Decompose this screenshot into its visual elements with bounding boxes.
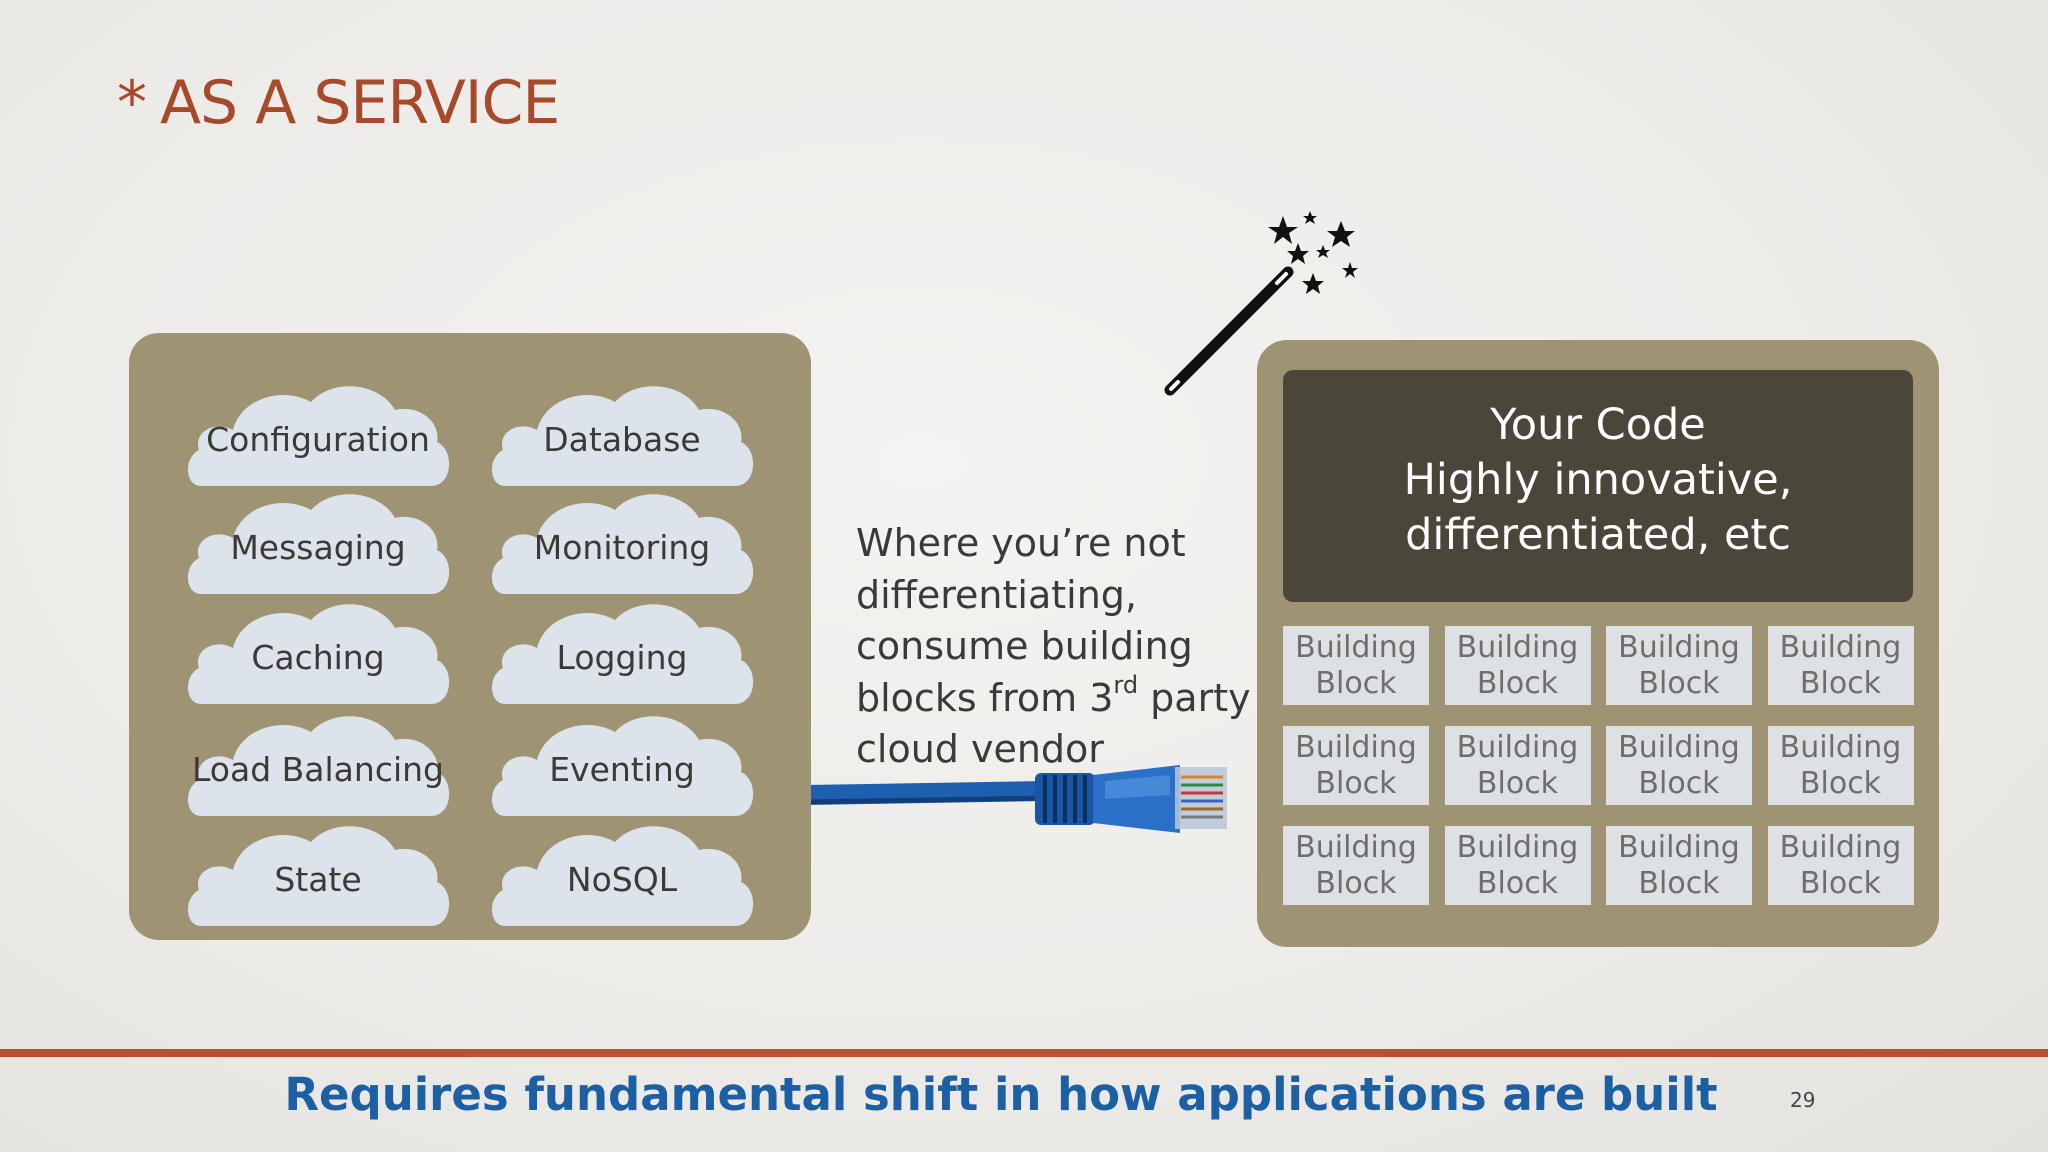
- building-block-label: Building Block: [1618, 630, 1740, 701]
- description-line: consume building: [856, 624, 1193, 668]
- footer-divider: [0, 1049, 2048, 1057]
- service-cloud: Messaging: [183, 476, 453, 596]
- code-subtitle: Highly innovative,: [1403, 455, 1793, 505]
- service-cloud: Database: [487, 368, 757, 488]
- building-block-label: Building Block: [1456, 830, 1579, 901]
- page-number: 29: [1790, 1088, 1816, 1112]
- code-subtitle: differentiated, etc: [1405, 510, 1791, 560]
- service-label: Logging: [556, 638, 688, 677]
- building-block-label: Building Block: [1456, 630, 1579, 701]
- service-label: Load Balancing: [192, 750, 444, 789]
- service-cloud: Configuration: [183, 368, 453, 488]
- building-block-label: Building Block: [1779, 730, 1902, 801]
- building-block: Building Block: [1606, 726, 1752, 805]
- footer-tagline: Requires fundamental shift in how applic…: [284, 1068, 1718, 1121]
- cloud-icon: [491, 826, 754, 926]
- cloud-icon: [187, 716, 450, 816]
- description-line: blocks from 3rd party: [856, 670, 1251, 720]
- slide-title: *AS A SERVICE: [117, 68, 560, 138]
- your-code-box: Your Code Highly innovative, differentia…: [1283, 370, 1913, 602]
- cloud-icon: [187, 386, 450, 486]
- service-label: NoSQL: [566, 860, 678, 899]
- title-text: AS A SERVICE: [160, 68, 560, 138]
- service-cloud: Caching: [183, 586, 453, 706]
- service-cloud: Logging: [487, 586, 757, 706]
- building-block: Building Block: [1606, 826, 1752, 905]
- building-block: Building Block: [1767, 626, 1914, 705]
- cloud-icon: [187, 826, 450, 926]
- building-block-label: Building Block: [1618, 830, 1740, 901]
- application-panel: Your Code Highly innovative, differentia…: [1257, 340, 1939, 947]
- service-label: Caching: [251, 638, 385, 677]
- title-marker: *: [117, 68, 147, 138]
- service-cloud: Load Balancing: [183, 698, 453, 818]
- magic-wand-icon: [1164, 211, 1358, 396]
- service-cloud: Eventing: [487, 698, 757, 818]
- cloud-icon: [491, 494, 754, 594]
- service-label: State: [274, 860, 362, 899]
- building-block: Building Block: [1444, 626, 1591, 705]
- service-label: Configuration: [206, 420, 430, 459]
- service-cloud: NoSQL: [487, 808, 757, 928]
- description-line: cloud vendor: [856, 727, 1104, 771]
- building-block: Building Block: [1283, 726, 1429, 805]
- building-block: Building Block: [1767, 726, 1914, 805]
- service-label: Messaging: [230, 528, 406, 567]
- cloud-icon: [491, 386, 754, 486]
- service-label: Monitoring: [533, 528, 711, 567]
- building-block: Building Block: [1444, 826, 1591, 905]
- cloud-icon: [491, 716, 754, 816]
- building-block-label: Building Block: [1295, 630, 1417, 701]
- building-block-label: Building Block: [1456, 730, 1579, 801]
- cloud-icon: [187, 494, 450, 594]
- building-block-label: Building Block: [1295, 830, 1417, 901]
- ethernet-cable-icon: [805, 765, 1227, 833]
- service-label: Database: [543, 420, 701, 459]
- building-block-label: Building Block: [1779, 830, 1902, 901]
- building-block-label: Building Block: [1295, 730, 1417, 801]
- cloud-icon: [491, 604, 754, 704]
- building-block: Building Block: [1444, 726, 1591, 805]
- service-label: Eventing: [549, 750, 695, 789]
- building-block: Building Block: [1767, 826, 1914, 905]
- cloud-icon: [187, 604, 450, 704]
- building-block-label: Building Block: [1618, 730, 1740, 801]
- description-text: Where you’re not differentiating, consum…: [856, 518, 1251, 776]
- description-line: Where you’re not: [856, 521, 1186, 565]
- building-block: Building Block: [1606, 626, 1752, 705]
- service-cloud: State: [183, 808, 453, 928]
- description-line: differentiating,: [856, 572, 1137, 617]
- service-cloud: Monitoring: [487, 476, 757, 596]
- building-block: Building Block: [1283, 826, 1429, 905]
- code-title: Your Code: [1490, 400, 1706, 450]
- building-block-label: Building Block: [1779, 630, 1902, 701]
- building-block: Building Block: [1283, 626, 1429, 705]
